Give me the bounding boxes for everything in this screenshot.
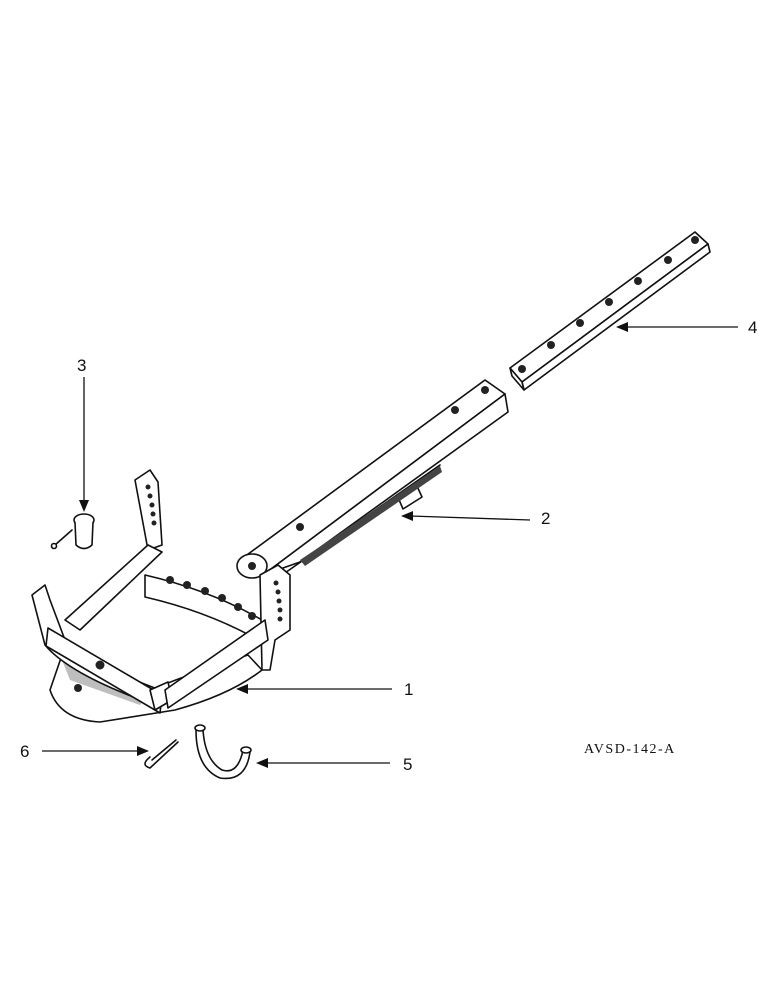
callout-5: 5 (403, 755, 413, 774)
leader-6 (42, 746, 149, 756)
callout-1: 1 (404, 680, 414, 699)
callout-6: 6 (20, 742, 30, 761)
part-6-clip (144, 739, 179, 769)
callout-3: 3 (77, 356, 87, 375)
part-4-extension-bar (509, 231, 711, 391)
part-3-cotter (50, 529, 73, 550)
callout-4: 4 (748, 318, 758, 337)
part-5-u-pin (194, 724, 252, 780)
drawing-code: AVSD-142-A (584, 742, 676, 757)
callout-2: 2 (541, 509, 551, 528)
leader-5 (256, 758, 390, 768)
leader-4 (616, 322, 738, 332)
leader-1 (236, 684, 392, 694)
part-2-drawbar (236, 379, 509, 579)
leader-2 (401, 511, 531, 521)
part-3-pin (73, 513, 95, 550)
leader-3 (79, 377, 89, 512)
part-1-frame (31, 469, 291, 723)
